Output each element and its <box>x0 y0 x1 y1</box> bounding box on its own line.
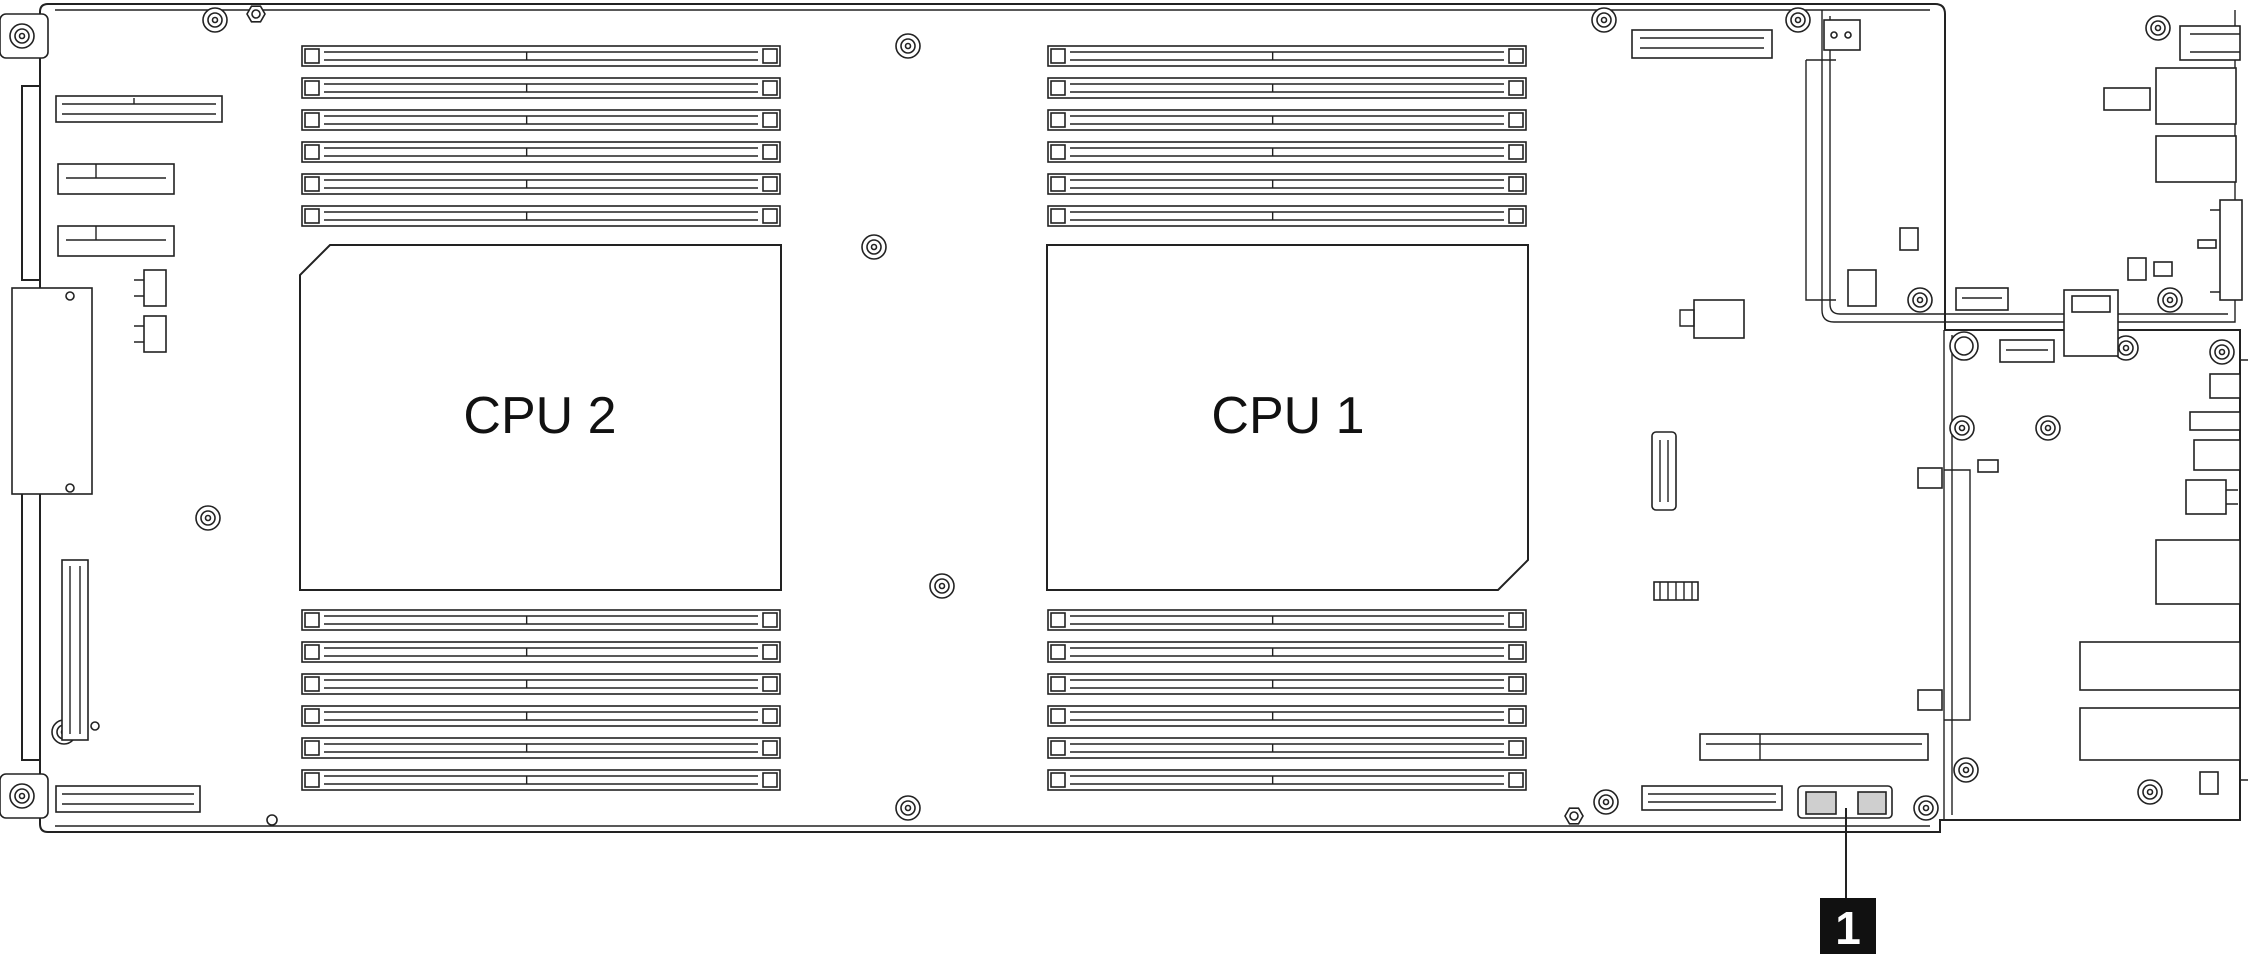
dimm-slot <box>1047 141 1527 163</box>
screw-icon <box>1953 757 1979 783</box>
dimm-slot <box>301 141 781 163</box>
cpu2-label: CPU 2 <box>463 387 616 445</box>
dimm-slot <box>301 673 781 695</box>
screw-icon <box>2137 779 2163 805</box>
screw-icon <box>1913 795 1939 821</box>
center-right-components <box>1631 29 1929 811</box>
dimm-slot <box>1047 609 1527 631</box>
screw-icon <box>2145 15 2171 41</box>
dimm-slot <box>301 173 781 195</box>
dimm-slot <box>1047 705 1527 727</box>
screw-icon <box>1591 7 1617 33</box>
dimm-slot <box>301 109 781 131</box>
dimm-slot <box>1047 641 1527 663</box>
screw-icon <box>929 573 955 599</box>
callout-badge: 1 <box>1820 898 1876 954</box>
dimm-slot <box>301 609 781 631</box>
dimm-slot <box>301 77 781 99</box>
dimm-slot <box>301 705 781 727</box>
screw-icon <box>2113 335 2139 361</box>
screw-icon <box>9 783 35 809</box>
dimm-slot <box>301 769 781 791</box>
dimm-bank-cpu1-bottom <box>1047 609 1527 791</box>
dimm-slot <box>1047 737 1527 759</box>
dimm-slot <box>1047 45 1527 67</box>
screw-icon <box>895 795 921 821</box>
cpu2-socket <box>299 244 782 591</box>
screw-icon <box>1907 287 1933 313</box>
dimm-bank-cpu2-bottom <box>301 609 781 791</box>
dimm-slot <box>301 205 781 227</box>
screw-icon <box>2209 339 2235 365</box>
dimm-slot <box>1047 205 1527 227</box>
cpu1-label: CPU 1 <box>1211 387 1364 445</box>
dimm-slot <box>1047 173 1527 195</box>
callout-1-component <box>1797 785 1893 898</box>
dimm-slot <box>1047 769 1527 791</box>
screw-icon <box>2157 287 2183 313</box>
dimm-slot <box>1047 673 1527 695</box>
screw-icon <box>1785 7 1811 33</box>
header-pins <box>1653 581 1699 601</box>
io-region <box>1805 10 2236 820</box>
dimm-slot <box>1047 77 1527 99</box>
left-connectors <box>55 95 278 826</box>
screw-icon <box>861 234 887 260</box>
screw-icon <box>195 505 221 531</box>
dimm-bank-cpu2-top <box>301 45 781 227</box>
dimm-bank-cpu1-top <box>1047 45 1527 227</box>
screw-standoffs <box>9 5 2235 825</box>
screw-icon <box>2035 415 2061 441</box>
dimm-slot <box>1047 109 1527 131</box>
dimm-slot <box>301 45 781 67</box>
dimm-slot <box>301 737 781 759</box>
callout-number: 1 <box>1835 902 1861 954</box>
screw-icon <box>895 33 921 59</box>
hex-standoff-icon <box>1564 807 1584 825</box>
standoff-icon <box>1949 331 1979 361</box>
screw-icon <box>1949 415 1975 441</box>
screw-icon <box>9 23 35 49</box>
dimm-slot <box>301 641 781 663</box>
screw-icon <box>202 7 228 33</box>
board-outline <box>0 3 2241 833</box>
screw-icon <box>1593 789 1619 815</box>
cpu1-socket <box>1046 244 1529 591</box>
rear-io-connectors <box>1823 19 2248 795</box>
hex-standoff-icon <box>246 5 266 23</box>
